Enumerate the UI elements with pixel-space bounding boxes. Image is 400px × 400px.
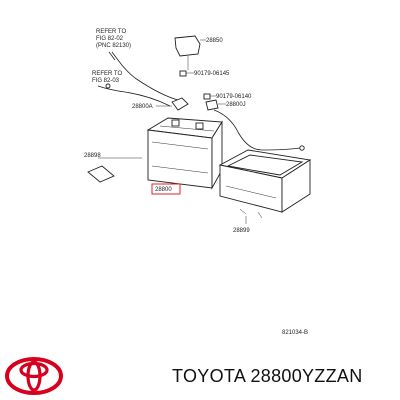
battery-tray-28899 bbox=[218, 149, 312, 219]
cable-negative bbox=[97, 85, 171, 107]
footer: TOYOTA 28800YZZAN bbox=[0, 350, 400, 400]
highlight-28800 bbox=[151, 183, 181, 195]
parts-diagram: REFER TO FIG 82-02 (PNC 82130) REFER TO … bbox=[84, 29, 312, 336]
label-28899: 28899 bbox=[233, 228, 250, 234]
refer-label-left-line1: REFER TO bbox=[92, 71, 122, 77]
label-28850: 28850 bbox=[206, 38, 223, 44]
label-28800A: 28800A bbox=[132, 104, 153, 110]
cable-positive bbox=[111, 51, 179, 101]
cable-clamp-28850 bbox=[174, 35, 201, 57]
figure-code: 821034-B bbox=[282, 330, 308, 336]
label-28800: 28800 bbox=[155, 187, 172, 193]
label-90179-06140: 90179-06140 bbox=[216, 94, 252, 100]
refer-label-top-line3: (PNC 82130) bbox=[96, 43, 131, 49]
terminal-28800J bbox=[205, 99, 219, 111]
label-28898: 28898 bbox=[84, 153, 101, 159]
refer-label-left-line2: FIG 82-03 bbox=[92, 78, 120, 84]
label-90179-06145: 90179-06145 bbox=[194, 71, 230, 77]
refer-label-top-line2: FIG 82-02 bbox=[96, 36, 124, 42]
cable-ground-end bbox=[299, 145, 305, 151]
terminal-28800A bbox=[171, 97, 189, 111]
label-sheet-28898 bbox=[87, 165, 115, 183]
nut-90179-06140 bbox=[203, 93, 211, 100]
label-28800J: 28800J bbox=[226, 102, 246, 108]
toyota-logo-icon bbox=[5, 357, 63, 395]
nut-90179-06145 bbox=[179, 70, 187, 77]
cable-connector-top bbox=[108, 51, 116, 61]
cable-terminal-left bbox=[105, 83, 111, 89]
cable-ground bbox=[213, 109, 301, 151]
part-number-caption: TOYOTA 28800YZZAN bbox=[172, 366, 363, 386]
battery bbox=[146, 117, 223, 190]
refer-label-top-line1: REFER TO bbox=[96, 29, 126, 35]
